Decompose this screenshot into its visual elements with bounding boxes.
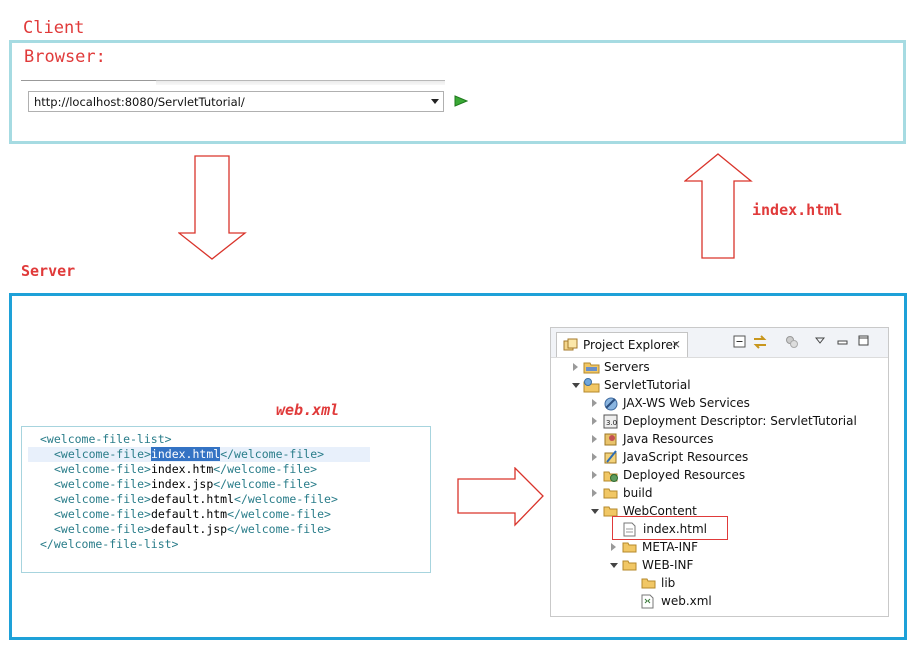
url-input[interactable]: http://localhost:8080/ServletTutorial/ [28,91,444,112]
collapse-icon[interactable] [610,563,618,568]
webservice-icon [604,397,618,411]
expand-icon[interactable] [592,471,597,479]
tree-item-web-xml[interactable]: web.xml [641,593,761,611]
folder-icon [622,542,637,553]
web-xml-code: <welcome-file-list> <welcome-file>index.… [21,426,431,573]
close-icon[interactable]: ⨯ [671,337,682,351]
selected-text: index.html [150,447,221,461]
folder-icon [583,362,600,374]
project-explorer-header: Project Explorer ⨯ [551,328,888,358]
tree-item-deployed-resources[interactable]: Deployed Resources [590,467,850,485]
folder-icon [603,506,618,517]
expand-icon[interactable] [592,489,597,497]
code-line: </welcome-file-list> [40,537,179,551]
collapse-all-icon[interactable] [733,335,746,348]
up-arrow-icon [684,153,753,259]
code-line: <welcome-file>default.jsp</welcome-file> [54,522,331,536]
tree-item-web-inf[interactable]: WEB-INF [609,557,769,575]
folder-icon [641,578,656,589]
expand-icon[interactable] [573,363,578,371]
client-label: Client [23,18,85,38]
filter-icon[interactable] [785,335,799,349]
server-label: Server [21,262,76,280]
lookup-arrow [457,467,544,527]
tree-item-webcontent[interactable]: WebContent [590,503,790,521]
tree-item-meta-inf[interactable]: META-INF [609,539,769,557]
javascript-resources-icon [604,450,617,464]
url-dropdown-icon[interactable] [431,99,439,104]
html-file-icon [623,522,636,537]
folder-icon [622,560,637,571]
expand-icon[interactable] [592,417,597,425]
tab-title: Project Explorer [583,338,678,352]
expand-icon[interactable] [592,453,597,461]
tree-item-lib[interactable]: lib [641,575,741,593]
down-arrow-icon [178,155,247,260]
request-arrow [178,155,247,260]
go-button[interactable] [454,95,468,107]
svg-text:3.0: 3.0 [606,419,617,427]
collapse-icon[interactable] [591,509,599,514]
right-arrow-icon [457,467,544,527]
maximize-icon[interactable] [858,335,870,347]
server-box [9,293,907,640]
code-line: <welcome-file>index.htm</welcome-file> [54,462,318,476]
descriptor-icon: 3.0 [603,414,618,429]
browser-label: Browser: [24,47,106,67]
tree-item-deployment-descriptor[interactable]: 3.0 Deployment Descriptor: ServletTutori… [590,413,880,431]
tree-item-java-resources[interactable]: Java Resources [590,431,850,449]
tree-item-index-html[interactable]: index.html [623,521,733,539]
code-line: <welcome-file>index.jsp</welcome-file> [54,477,318,491]
client-box [9,40,906,144]
code-line: <welcome-file>default.html</welcome-file… [54,492,338,506]
response-arrow [684,153,753,259]
project-explorer-icon [563,338,578,351]
tree-item-jaxws[interactable]: JAX-WS Web Services [590,395,850,413]
code-line: <welcome-file>index.html</welcome-file> [54,447,325,461]
project-explorer: Project Explorer ⨯ Servers ServletTutori… [550,327,889,617]
expand-icon[interactable] [592,399,597,407]
collapse-icon[interactable] [572,383,580,388]
xml-file-icon [641,594,654,609]
web-project-icon [583,378,600,393]
deployed-resources-icon [603,471,618,482]
folder-icon [603,488,618,499]
expand-icon[interactable] [592,435,597,443]
tab-project-explorer[interactable]: Project Explorer ⨯ [556,332,688,357]
config-file-label: web.xml [276,401,340,419]
url-text: http://localhost:8080/ServletTutorial/ [34,95,245,109]
code-line: <welcome-file>default.htm</welcome-file> [54,507,331,521]
java-resources-icon [604,433,617,446]
browser-active-tab[interactable] [21,80,156,85]
code-line: <welcome-file-list> [40,432,172,446]
tree-item-servlettutorial[interactable]: ServletTutorial [571,377,771,395]
tree-item-build[interactable]: build [590,485,790,503]
response-file-label: index.html [752,201,843,219]
tree-item-javascript-resources[interactable]: JavaScript Resources [590,449,850,467]
expand-icon[interactable] [611,543,616,551]
browser-tab-strip [21,80,445,85]
view-menu-icon[interactable] [815,337,825,344]
highlight-box [612,516,728,540]
go-icon [454,95,468,107]
link-editor-icon[interactable] [752,335,768,349]
tree-item-servers[interactable]: Servers [571,359,771,377]
minimize-icon[interactable] [837,335,849,347]
